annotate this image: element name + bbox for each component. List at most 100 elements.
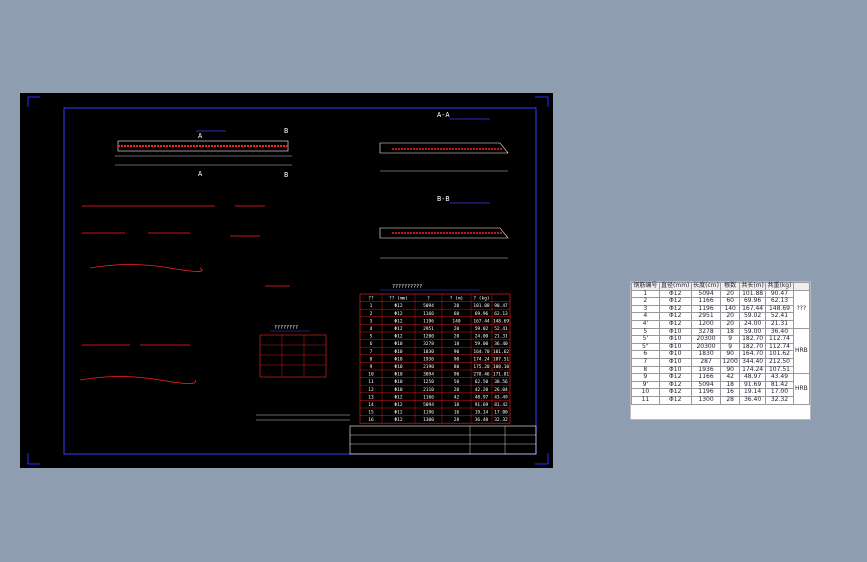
rebar-table-cell: 20 (454, 303, 460, 309)
rebar-table-cell: 21.31 (494, 334, 508, 340)
title-block (349, 425, 537, 455)
rebar-table-cell: 12 (368, 387, 374, 393)
rebar-table-cell: 11 (368, 379, 374, 385)
rebar-table-cell: 90.47 (494, 303, 508, 309)
rebar-table-cell: 1196 (423, 410, 434, 416)
section-mark-b-right: B (284, 171, 288, 179)
rebar-table-cell: 1250 (423, 379, 434, 385)
rebar-table-cell: 52.41 (494, 326, 508, 332)
rebar-table-cell: 17.00 (494, 410, 508, 416)
rebar-table-cell: 8 (370, 356, 373, 362)
rebar-table-cell: 18 (454, 402, 460, 408)
rebar-table-cell: 101.62 (493, 349, 510, 355)
rebar-table-cell: 16 (454, 410, 460, 416)
schedule-cell: 21.31 (765, 319, 794, 329)
rebar-table-cell: 42 (454, 394, 460, 400)
rebar-table-cell: 15 (368, 410, 374, 416)
rebar-table-cell: 59.02 (475, 326, 489, 332)
rebar-table-cell: 148.69 (493, 318, 510, 324)
rebar-table-cell: 5094 (423, 303, 434, 309)
rebar-table-cell: 7 (370, 349, 373, 355)
schedule-cell: 1300 (690, 395, 722, 405)
rebar-table-cell: 6 (370, 341, 373, 347)
rebar-table-cell: Φ12 (394, 318, 402, 324)
rebar-table-cell: 10 (368, 372, 374, 378)
rebar-table-header: ? (kg) (473, 296, 489, 302)
rebar-table-cell: Φ12 (394, 303, 402, 309)
rebar-table-cell: 1166 (423, 394, 434, 400)
rebar-table-cell: 69.96 (475, 311, 489, 317)
rebar-table-cell: Φ10 (394, 387, 402, 393)
rebar-table-cell: Φ10 (394, 356, 402, 362)
rebar-table-cell: Φ12 (394, 417, 402, 423)
schedule-cell: 20 (720, 319, 741, 329)
schedule-header: 共长(m) (739, 282, 767, 291)
section-mark-a-left: A (198, 132, 203, 140)
rebar-table-header: ?? (mm) (389, 296, 408, 302)
rebar-table-header: ? (427, 296, 430, 302)
rebar-table-cell: 13 (368, 394, 374, 400)
rebar-table-cell: Φ12 (394, 402, 402, 408)
rebar-table-title: ?????????? (392, 284, 422, 290)
rebar-table-cell: 1 (370, 303, 373, 309)
schedule-cell: 287 (690, 357, 722, 367)
schedule-cell: 212.50 (765, 357, 794, 367)
schedule-cell: 1200 (690, 319, 722, 329)
schedule-cell: 7 (631, 357, 660, 367)
schedule-cell: 28 (720, 395, 741, 405)
rebar-table-cell: 1300 (423, 417, 434, 423)
section-bb-title: B-B (437, 195, 450, 203)
small-table-title: ???????? (274, 325, 298, 331)
rebar-table-cell: 20 (454, 326, 460, 332)
rebar-table-cell: 38.56 (494, 379, 508, 385)
rebar-table-cell: 1200 (423, 334, 434, 340)
section-aa: A-A (379, 111, 509, 172)
rebar-table-cell: 2110 (423, 387, 434, 393)
rebar-table-cell: 101.88 (473, 303, 490, 309)
rebar-table-cell: 4 (370, 326, 373, 332)
section-bb: B-B (379, 195, 509, 259)
drawing-canvas[interactable]: A B A B A-A B-B (20, 93, 553, 468)
small-table: ???????? (259, 325, 327, 378)
rebar-table-cell: 19.14 (475, 410, 489, 416)
schedule-cell: 24.00 (739, 319, 767, 329)
rebar-table-cell: 1166 (423, 311, 434, 317)
rebar-table-cell: 3 (370, 318, 373, 324)
rebar-table-cell: 62.50 (475, 379, 489, 385)
schedule-group-cell: HRB (792, 373, 811, 405)
rebar-table-cell: 9 (370, 364, 373, 370)
section-aa-title: A-A (437, 111, 450, 119)
rebar-table-cell: 18 (454, 341, 460, 347)
rebar-table-cell: 1936 (423, 356, 434, 362)
rebar-table-cell: 3278 (423, 341, 434, 347)
rebar-table-cell: Φ10 (394, 379, 402, 385)
schedule-header: 根数 (720, 282, 741, 291)
rebar-table-cell: 50 (454, 379, 460, 385)
rebar-table-cell: 140 (452, 318, 460, 324)
schedule-header (792, 282, 811, 291)
rebar-table-cell: 2 (370, 311, 373, 317)
rebar-table-cell: 36.40 (494, 341, 508, 347)
schedule-header: 钢筋编号 (631, 282, 660, 291)
rebar-table-header: ?? (368, 296, 374, 302)
schedule-header: 直径(mm) (658, 282, 692, 291)
rebar-table-cell: 90 (454, 349, 460, 355)
rebar-table-cell: 36.40 (475, 417, 489, 423)
schedule-header: 长度(cm) (690, 282, 722, 291)
rebar-table-cell: 14 (368, 402, 374, 408)
rebar-table-cell: 90 (454, 372, 460, 378)
rebar-table-header: ? (m) (450, 296, 464, 302)
rebar-table-cell: 60 (454, 311, 460, 317)
rebar-table-cell: Φ12 (394, 334, 402, 340)
rebar-table-cell: 59.00 (475, 341, 489, 347)
rebar-table-cell: 20 (454, 334, 460, 340)
rebar-table-cell: Φ10 (394, 341, 402, 347)
section-mark-a-right: A (198, 170, 203, 178)
schedule-group-cell: HRB (792, 327, 811, 375)
rebar-table-cell: 174.24 (473, 356, 490, 362)
rebar-table-cell: 108.10 (493, 364, 510, 370)
section-mark-b-left: B (284, 127, 288, 135)
